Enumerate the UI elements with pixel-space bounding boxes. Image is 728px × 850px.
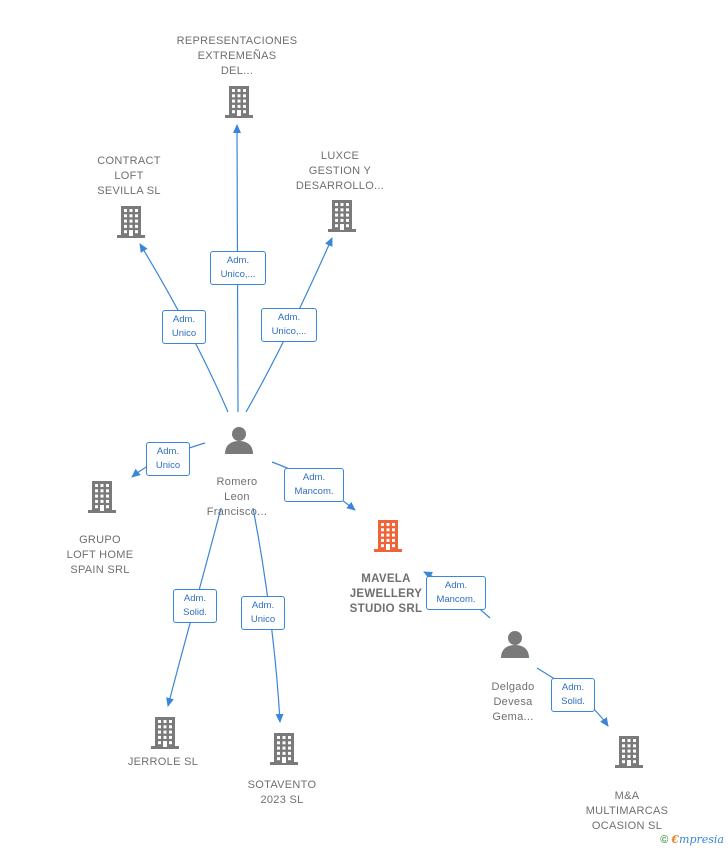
node-label-line: JERROLE SL (127, 755, 199, 768)
edge-label-e7[interactable]: Adm. Unico (241, 596, 285, 630)
node-label: JERROLE SL (83, 755, 243, 770)
building-icon (86, 480, 118, 514)
building-icon (115, 205, 147, 239)
building-icon (223, 85, 255, 119)
node-label-line: Devesa (493, 695, 533, 708)
node-label-line: JEWELLERY (349, 587, 423, 600)
node-label-line: M&A (614, 789, 640, 802)
edge-label-e3[interactable]: Adm. Unico,... (261, 308, 317, 342)
person-icon (500, 629, 530, 659)
node-label-line: Gema... (492, 710, 534, 723)
node-label-line: OCASION SL (591, 819, 663, 832)
node-label-line: STUDIO SRL (349, 602, 423, 615)
node-label-line: Delgado (491, 680, 535, 693)
edge-label-line: Adm. (561, 682, 585, 693)
building-icon (613, 735, 645, 769)
edge-label-line: Unico,... (220, 269, 256, 280)
edge-label-e9[interactable]: Adm. Solid. (551, 678, 595, 712)
edge-label-e2[interactable]: Adm. Unico (162, 310, 206, 344)
node-label: LUXCE GESTION Y DESARROLLO... (260, 149, 420, 194)
node-label-line: LUXCE (320, 149, 360, 162)
edge-label-e4[interactable]: Adm. Unico (146, 442, 190, 476)
building-icon (372, 519, 404, 553)
node-label-line: GRUPO (79, 533, 121, 546)
node-label-line: SEVILLA SL (97, 184, 161, 197)
edge-label-line: Unico (171, 328, 197, 339)
edge-label-line: Solid. (183, 607, 207, 618)
node-label: SOTAVENTO 2023 SL (202, 778, 362, 808)
building-icon (268, 732, 300, 766)
node-label-line: GESTION Y (308, 164, 372, 177)
node-label-line: DESARROLLO... (295, 179, 385, 192)
edge-label-e8[interactable]: Adm. Mancom. (426, 576, 486, 610)
building-icon (149, 716, 181, 750)
person-icon (224, 425, 254, 455)
edge-label-line: Adm. (444, 580, 468, 591)
edge-label-line: Adm. (172, 314, 196, 325)
edge-label-line: Adm. (156, 446, 180, 457)
node-label: CONTRACT LOFT SEVILLA SL (49, 154, 209, 199)
node-label-line: LOFT (114, 169, 144, 182)
edge-label-line: Adm. (277, 312, 301, 323)
copyright-icon: © (660, 834, 669, 846)
edge-label-line: Adm. (251, 600, 275, 611)
edge-label-e6[interactable]: Adm. Solid. (173, 589, 217, 623)
edge-label-line: Unico (155, 460, 181, 471)
empresia-logo-text: mpresia (679, 833, 724, 846)
node-label-line: DEL... (220, 64, 254, 77)
node-label-line: CONTRACT (97, 154, 161, 167)
edge-label-line: Adm. (183, 593, 207, 604)
edge-label-line: Unico,... (271, 326, 307, 337)
edge-label-line: Solid. (561, 696, 585, 707)
edge-label-e5[interactable]: Adm. Mancom. (284, 468, 344, 502)
edge-label-line: Adm. (302, 472, 326, 483)
node-label-line: Leon (224, 490, 250, 503)
node-label: M&A MULTIMARCAS OCASION SL (547, 789, 707, 834)
node-label-line: Francisco... (206, 505, 268, 518)
node-label-line: LOFT HOME (66, 548, 134, 561)
node-label-line: REPRESENTACIONES (176, 34, 298, 47)
node-label-line: 2023 SL (260, 793, 304, 806)
edge-label-e1[interactable]: Adm. Unico,... (210, 251, 266, 285)
empresia-brand[interactable]: © €mpresia (660, 833, 724, 846)
building-icon (326, 199, 358, 233)
node-label: MAVELA JEWELLERY STUDIO SRL (306, 572, 466, 617)
node-label-line: Romero (216, 475, 258, 488)
empresia-logo-e: € (671, 833, 680, 846)
edge-label-line: Unico (250, 614, 276, 625)
edge-label-line: Adm. (226, 255, 250, 266)
node-label-line: MAVELA (361, 572, 411, 585)
edge-label-line: Mancom. (436, 594, 476, 605)
node-label-line: SOTAVENTO (247, 778, 317, 791)
node-label-line: MULTIMARCAS (585, 804, 669, 817)
node-label-line: EXTREMEÑAS (197, 49, 277, 62)
edge-label-line: Mancom. (294, 486, 334, 497)
node-label-line: SPAIN SRL (70, 563, 130, 576)
node-label: GRUPO LOFT HOME SPAIN SRL (20, 533, 180, 578)
node-label: REPRESENTACIONES EXTREMEÑAS DEL... (157, 34, 317, 79)
